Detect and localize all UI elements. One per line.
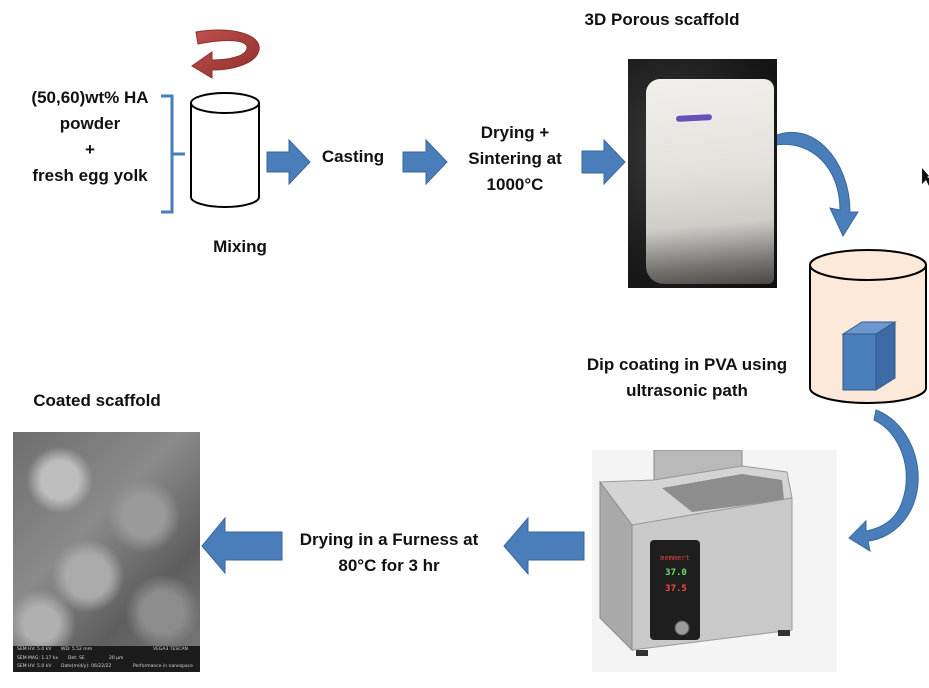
sem-info-text: Performance in nanospace <box>133 664 193 670</box>
bath-actual-temperature: 37.5 <box>665 584 687 594</box>
sem-info-text: VEGA3 TESCAN <box>153 647 188 652</box>
sem-info-text: SEM MAG: 1.17 kx <box>17 655 59 661</box>
sem-scale-label: 20 µm <box>109 655 124 661</box>
porous-scaffold-label: 3D Porous scaffold <box>584 10 740 29</box>
arrow-right-icon <box>402 138 448 186</box>
casting-label: Casting <box>321 147 385 166</box>
stir-arrow-icon <box>191 29 260 79</box>
sem-info-text: Date(m/d/y): 06/22/22 <box>61 664 112 670</box>
ingredient-line-4: fresh egg yolk <box>32 166 148 185</box>
mixing-label: Mixing <box>213 237 267 256</box>
furnace-drying-line-2: 80°C for 3 hr <box>338 556 440 575</box>
curved-arrow-down-icon <box>771 131 859 238</box>
furnace-drying-label: Drying in a Furness at 80°C for 3 hr <box>286 527 492 579</box>
drying-sintering-line-2: Sintering at <box>468 149 562 168</box>
ultrasonic-bath-drawing <box>599 450 793 656</box>
ultrasonic-bath-photo: memmert 37.0 37.5 <box>592 450 837 672</box>
drying-sintering-line-3: 1000°C <box>486 175 544 194</box>
porous-scaffold-photo <box>628 59 777 288</box>
control-knob-icon <box>674 620 690 636</box>
ingredient-line-3: + <box>85 140 95 159</box>
ingredient-line-1: (50,60)wt% HA <box>31 88 149 107</box>
sem-info-text: SEM HV: 5.0 kV <box>17 647 52 652</box>
scaffold-block <box>646 79 774 284</box>
dip-coating-label: Dip coating in PVA using ultrasonic path <box>572 352 802 404</box>
mixing-beaker-icon <box>190 92 260 208</box>
drying-sintering-line-1: Drying + <box>480 123 550 142</box>
sem-info-text: SEM HV: 5.0 kV <box>17 664 52 670</box>
coated-scaffold-label: Coated scaffold <box>33 391 161 410</box>
mouse-cursor-icon <box>922 168 929 186</box>
ingredient-line-2: powder <box>59 114 121 133</box>
bath-brand-label: memmert <box>660 554 690 562</box>
arrow-left-icon <box>201 516 283 575</box>
sem-info-bar: SEM HV: 5.0 kV WD: 5.52 mm VEGA3 TESCAN … <box>13 646 200 672</box>
ingredient-bracket <box>161 94 185 214</box>
sem-info-text: Det: SE <box>68 655 85 661</box>
arrow-right-icon <box>266 138 311 186</box>
arrow-right-icon <box>581 138 626 186</box>
furnace-drying-line-1: Drying in a Furness at <box>299 530 479 549</box>
drying-sintering-label: Drying + Sintering at 1000°C <box>450 120 580 198</box>
dip-coating-line-1: Dip coating in PVA using <box>586 355 788 374</box>
arrow-left-icon <box>503 516 585 576</box>
curved-arrow-down-left-icon <box>848 409 919 553</box>
sem-micrograph: SEM HV: 5.0 kV WD: 5.52 mm VEGA3 TESCAN … <box>13 432 200 672</box>
sem-info-text: WD: 5.52 mm <box>61 647 93 652</box>
scaffold-cube-icon <box>841 321 897 391</box>
dip-coating-line-2: ultrasonic path <box>626 381 748 400</box>
control-panel <box>650 540 700 640</box>
bath-set-temperature: 37.0 <box>665 568 687 578</box>
ingredients-label: (50,60)wt% HA powder + fresh egg yolk <box>20 85 160 189</box>
